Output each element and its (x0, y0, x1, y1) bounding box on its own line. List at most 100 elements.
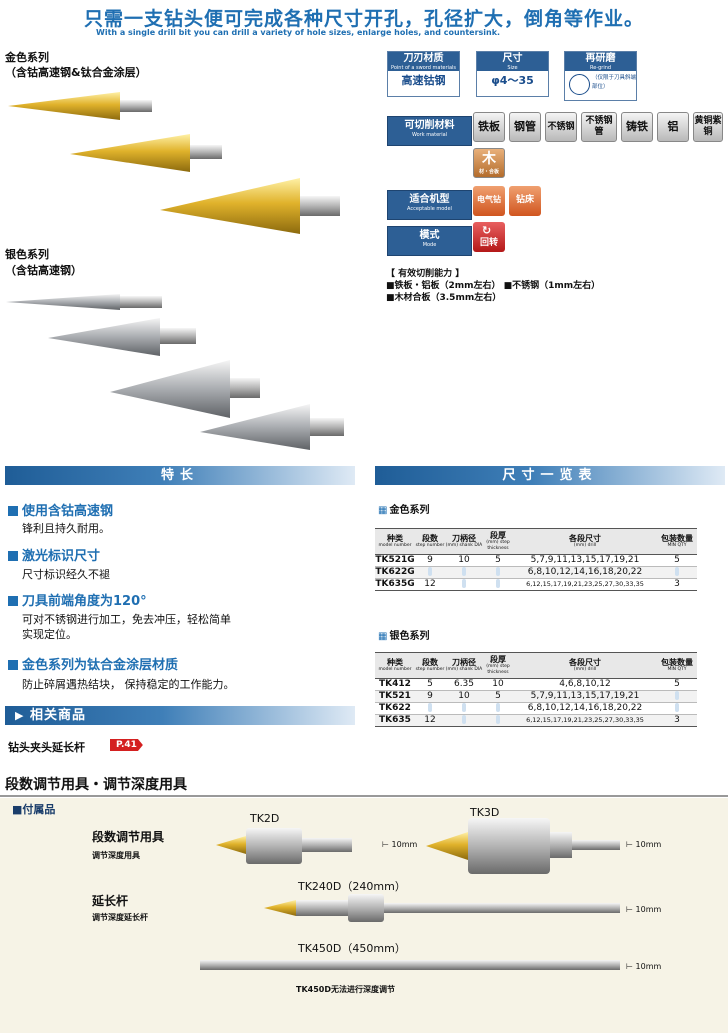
tk240d-tool (264, 894, 620, 922)
rotation-icon: ↻ (482, 224, 492, 237)
dimension-icon: ⊢ (382, 840, 389, 849)
col-sizes: 各段尺寸(mm) drill (513, 528, 657, 555)
gold-series-title: 金色系列 (5, 51, 49, 64)
dimension-icon: ⊢ (626, 905, 633, 914)
related-page-tag[interactable]: P.41 (110, 739, 143, 751)
feature-1-text: 锋利且持久耐用。 (22, 522, 110, 535)
page-headline: 只需一支钻头便可完成各种尺寸开孔，孔径扩大，倒角等作业。 (83, 8, 644, 30)
depth-tool-sub: 调节深度用具 (92, 851, 140, 860)
tk2d-label: TK2D (250, 812, 280, 825)
feature-3-text-2: 实现定位。 (22, 628, 77, 641)
page-subheadline: With a single drill bit you can drill a … (96, 28, 501, 37)
material-aluminum: 铝 (657, 112, 689, 142)
col-shank: 刀柄径(mm) shank DIA (445, 528, 483, 555)
feature-2-text: 尺寸标识经久不褪 (22, 568, 110, 581)
ditto-mark (496, 715, 500, 724)
dimension-icon: ⊢ (626, 962, 633, 971)
material-brass-copper: 黄铜紫铜 (693, 112, 723, 142)
material-wood-label: 木 (482, 151, 496, 167)
feature-4-text: 防止碎屑遇热结块， 保持稳定的工作能力。 (22, 678, 235, 691)
blade-material-value: 高速钴钢 (401, 74, 446, 87)
size-list-bar: 尺寸一览表 (375, 466, 725, 485)
ditto-mark (462, 579, 466, 588)
silver-series-title: 银色系列 (5, 248, 49, 261)
ditto-mark (675, 567, 679, 576)
tk2d-dimension: ⊢ 10mm (382, 840, 418, 849)
material-steel-pipe: 钢管 (509, 112, 541, 142)
gold-drill-small (8, 92, 152, 120)
size-sub: Size (507, 65, 518, 71)
capability-line-2: ■木材合板（3.5mm左右） (386, 293, 502, 303)
feature-4-title: 金色系列为钛合金涂层材质 (8, 654, 178, 673)
tk450d-label: TK450D（450mm） (298, 942, 406, 955)
ditto-mark (462, 703, 466, 712)
ditto-mark (428, 703, 432, 712)
machine-electric-drill: 电气钻 (473, 186, 505, 216)
depth-tool-title: 段数调节用具 (92, 830, 165, 844)
silver-table-title: 银色系列 (378, 627, 429, 642)
regrind-label: 再研磨 (585, 53, 616, 64)
accessories-illustration (200, 818, 620, 970)
feature-3-title: 刀具前端角度为120° (8, 590, 147, 609)
extension-sub: 调节深度延长杆 (92, 913, 148, 922)
silver-drill-1 (6, 294, 162, 310)
regrind-circle-icon (569, 74, 590, 95)
gold-drill-medium (70, 134, 222, 172)
silver-drill-3 (110, 360, 260, 418)
gold-step-drills-illustration (8, 92, 340, 234)
silver-drill-4 (200, 404, 344, 450)
silver-series-note: （含钴高速钢） (5, 264, 82, 277)
material-cast-iron: 铸铁 (621, 112, 653, 142)
ditto-mark (496, 579, 500, 588)
material-wood: 木 材・合板 (473, 148, 505, 178)
tk450d-dimension: ⊢ 10mm (626, 962, 662, 971)
related-arrow-icon: ▶ (15, 709, 25, 722)
capability-line-1: ■铁板・铝板（2mm左右） ■不锈钢（1mm左右） (386, 281, 601, 291)
features-bar: 特长 (5, 466, 355, 485)
material-stainless-pipe: 不锈钢管 (581, 112, 617, 142)
feature-1-title: 使用含钴高速钢 (8, 500, 113, 519)
mode-rotation-label: 回转 (479, 238, 498, 248)
blade-material-sub: Point of a sword materials (390, 65, 457, 71)
extension-title: 延长杆 (92, 894, 129, 908)
tk450d-tool (200, 960, 620, 970)
related-item: 钻头夹头延长杆 (8, 741, 85, 754)
regrind-note: （仅限于刀具斜端部位） (592, 75, 637, 90)
material-stainless: 不锈钢 (545, 112, 577, 142)
mode-rotation: ↻ 回转 (473, 222, 505, 252)
size-value: φ4～35 (491, 74, 534, 87)
ditto-mark (462, 715, 466, 724)
ditto-mark (496, 703, 500, 712)
ditto-mark (496, 567, 500, 576)
feature-2-title: 激光标识尺寸 (8, 545, 100, 564)
size-label: 尺寸 (502, 53, 523, 64)
related-products-bar: ▶ 相关商品 (5, 706, 355, 725)
gold-drill-large (160, 178, 340, 234)
capability-title: 【 有效切削能力 】 (386, 269, 465, 279)
col-thickness: 段厚(mm) step thickness (483, 528, 513, 555)
silver-step-drills-illustration (6, 294, 344, 450)
ditto-mark (675, 703, 679, 712)
tk3d-dimension: ⊢ 10mm (626, 840, 662, 849)
ditto-mark (462, 567, 466, 576)
ditto-mark (675, 691, 679, 700)
tk240d-dimension: ⊢ 10mm (626, 905, 662, 914)
material-iron-plate: 铁板 (473, 112, 505, 142)
tk240d-label: TK240D（240mm） (298, 880, 406, 893)
